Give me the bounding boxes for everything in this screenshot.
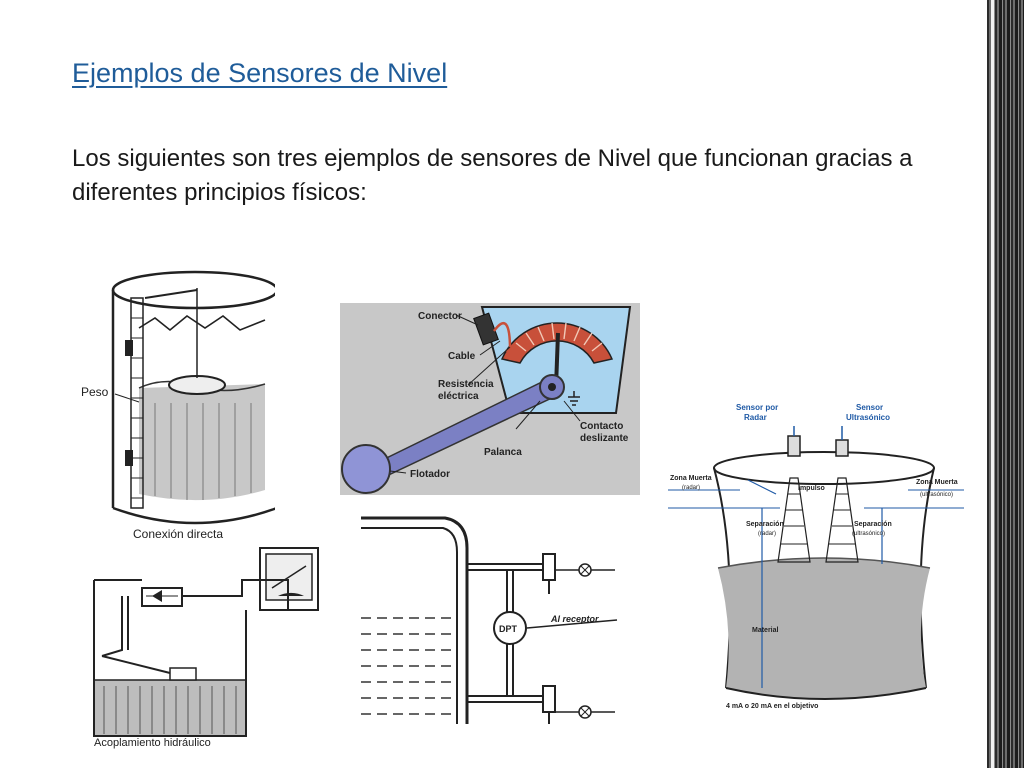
label-resistencia-1: Resistencia [438, 379, 494, 390]
label-conector: Conector [418, 311, 462, 322]
label-cable: Cable [448, 351, 476, 362]
decorative-right-border [987, 0, 1024, 768]
figure-hydraulic-coupling: Acoplamiento hidráulico [82, 540, 332, 750]
figure-float-resistor: Conector Cable Resistencia eléctrica Con… [340, 303, 640, 495]
label-zona-muerta-left-sub: (radar) [682, 485, 700, 491]
label-separacion-left: Separación [746, 521, 784, 528]
label-flotador: Flotador [410, 469, 450, 480]
label-zona-muerta-left: Zona Muerta [670, 475, 712, 482]
intro-paragraph: Los siguientes son tres ejemplos de sens… [72, 145, 913, 206]
receptor-label: Al receptor [550, 614, 599, 624]
label-separacion-left-sub: (radar) [758, 531, 776, 537]
label-zona-muerta-right-sub: (ultrasónico) [920, 492, 953, 498]
label-material: Material [752, 627, 779, 634]
label-footer: 4 mA o 20 mA en el objetivo [726, 703, 818, 710]
label-sensor-radar-1: Sensor por [736, 403, 778, 412]
label-sensor-ultra-2: Ultrasónico [846, 413, 890, 422]
label-resistencia-2: eléctrica [438, 391, 479, 402]
figure-differential-pressure: DPT Al receptor [355, 508, 635, 728]
label-separacion-right-sub: (ultrasónico) [852, 531, 885, 537]
label-sensor-radar-2: Radar [744, 413, 767, 422]
label-impulso: Impulso [798, 485, 825, 492]
label-zona-muerta-right: Zona Muerta [916, 479, 958, 486]
peso-label: Peso [81, 385, 109, 399]
dpt-label: DPT [499, 624, 518, 634]
label-sensor-ultra-1: Sensor [856, 403, 883, 412]
label-contacto-2: deslizante [580, 433, 629, 444]
figure-direct-connection: Peso Conexión directa [75, 268, 275, 548]
label-palanca: Palanca [484, 447, 522, 458]
slide-title: Ejemplos de Sensores de Nivel [72, 58, 448, 88]
label-separacion-right: Separación [854, 521, 892, 528]
caption-hydraulic: Acoplamiento hidráulico [94, 737, 211, 749]
caption-direct: Conexión directa [133, 527, 223, 541]
label-contacto-1: Contacto [580, 421, 623, 432]
figure-radar-ultrasonic: Sensor por Radar Sensor Ultrasónico Zona… [668, 398, 968, 714]
